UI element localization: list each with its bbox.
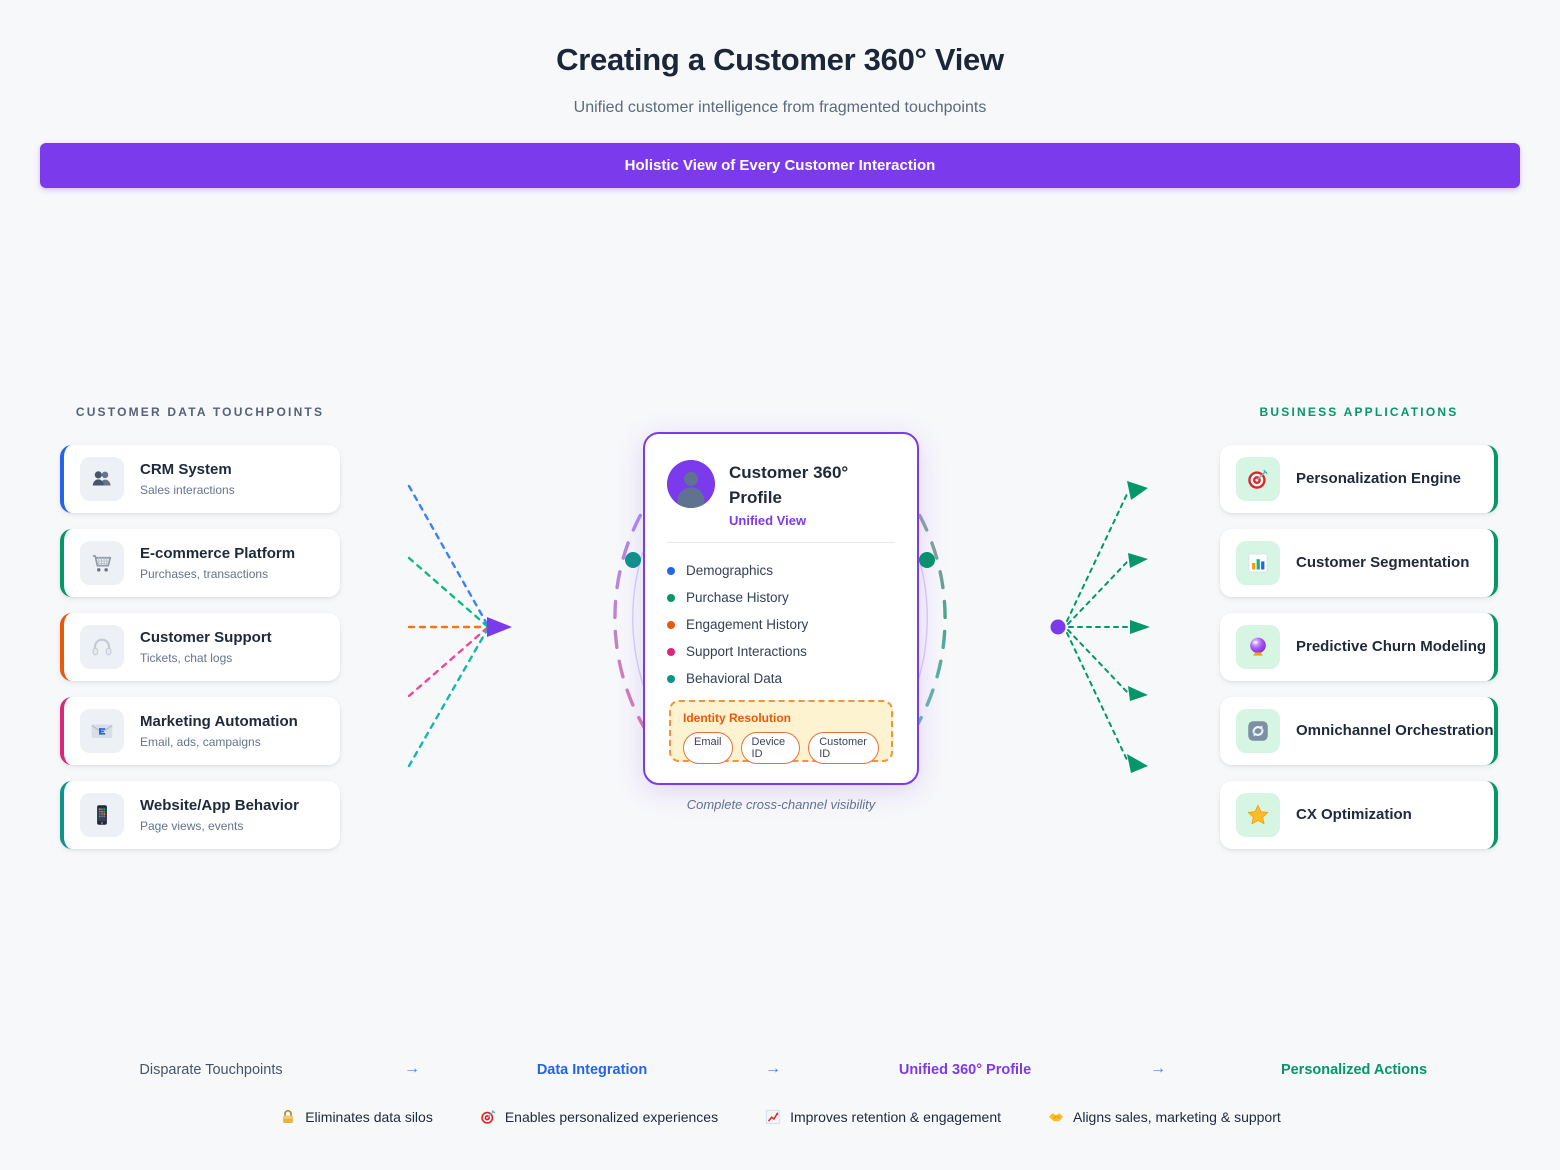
attribute-row: Purchase History [667,584,895,611]
benefit-item: Eliminates data silos [279,1108,433,1126]
card-title: CRM System [140,461,232,479]
attribute-label: Support Interactions [686,644,807,659]
page-title: Creating a Customer 360° View [556,42,1004,77]
target-icon [1236,457,1280,501]
shopping-cart-icon [80,541,124,585]
bar-chart-icon [1236,541,1280,585]
application-card-personalization: Personalization Engine [1220,445,1498,513]
email-icon [80,709,124,753]
bullet-dot [667,620,675,629]
identity-chip: Device ID [740,732,801,764]
touchpoint-card-marketing: Marketing Automation Email, ads, campaig… [60,697,340,765]
lock-icon [279,1108,297,1126]
benefit-item: Enables personalized experiences [479,1108,718,1126]
card-subtitle: Purchases, transactions [140,566,269,581]
attribute-row: Engagement History [667,611,895,638]
handshake-icon [1047,1108,1065,1126]
flow-step-unified-profile: Unified 360° Profile [898,1062,1032,1078]
card-subtitle: Tickets, chat logs [140,650,233,665]
benefits-row: Eliminates data silos Enables personaliz… [0,1108,1560,1126]
card-title: CX Optimization [1296,805,1412,823]
attribute-label: Purchase History [686,590,789,605]
attribute-label: Behavioral Data [686,671,783,686]
banner-label: Holistic View of Every Customer Interact… [624,157,936,174]
application-card-omnichannel: Omnichannel Orchestration [1220,697,1498,765]
smartphone-icon [80,793,124,837]
application-card-cx: CX Optimization [1220,781,1498,849]
arrow-right-icon: → [404,1060,420,1077]
benefit-label: Improves retention & engagement [790,1109,1001,1125]
touchpoint-card-ecommerce: E-commerce Platform Purchases, transacti… [60,529,340,597]
flow-step-personalized-actions: Personalized Actions [1280,1062,1428,1078]
flow-step-disparate-touchpoints: Disparate Touchpoints [139,1062,283,1078]
card-title: Personalization Engine [1296,469,1462,487]
card-title: E-commerce Platform [140,545,296,563]
identity-resolution-title: Identity Resolution [683,711,791,725]
target-icon [479,1108,497,1126]
headphones-icon [80,625,124,669]
benefit-label: Aligns sales, marketing & support [1073,1109,1281,1125]
profile-card: Customer 360° Profile Unified View Demog… [643,432,919,785]
crystal-ball-icon [1236,625,1280,669]
card-subtitle: Page views, events [140,818,244,833]
attribute-row: Demographics [667,557,895,584]
benefit-item: Improves retention & engagement [764,1108,1001,1126]
users-icon [80,457,124,501]
bullet-dot [667,593,675,602]
banner: Holistic View of Every Customer Interact… [40,143,1520,188]
identity-chip: Email [683,732,733,764]
page-subtitle: Unified customer intelligence from fragm… [573,99,987,116]
benefit-label: Enables personalized experiences [504,1109,719,1125]
application-card-churn: Predictive Churn Modeling [1220,613,1498,681]
touchpoints-header: CUSTOMER DATA TOUCHPOINTS [75,405,325,419]
card-subtitle: Email, ads, campaigns [140,734,261,749]
profile-caption: Complete cross-channel visibility [686,797,876,812]
attribute-row: Support Interactions [667,638,895,665]
benefit-item: Aligns sales, marketing & support [1047,1108,1281,1126]
avatar [667,460,715,508]
touchpoint-card-support: Customer Support Tickets, chat logs [60,613,340,681]
application-card-segmentation: Customer Segmentation [1220,529,1498,597]
sync-arrows-icon [1236,709,1280,753]
card-title: Website/App Behavior [140,797,299,815]
benefit-label: Eliminates data silos [305,1109,433,1125]
touchpoint-card-website: Website/App Behavior Page views, events [60,781,340,849]
profile-attributes: Demographics Purchase History Engagement… [645,543,917,692]
card-subtitle: Sales interactions [140,482,235,497]
star-icon [1236,793,1280,837]
touchpoint-card-crm: CRM System Sales interactions [60,445,340,513]
bullet-dot [667,674,675,683]
chart-up-icon [764,1108,782,1126]
arrow-right-icon: → [1150,1060,1166,1077]
attribute-label: Engagement History [686,617,809,632]
divider [667,542,895,543]
attribute-row: Behavioral Data [667,665,895,692]
card-title: Predictive Churn Modeling [1296,637,1487,655]
card-title: Customer Segmentation [1296,553,1470,571]
arrow-right-icon: → [765,1060,781,1077]
card-title: Marketing Automation [140,713,298,731]
applications-header: BUSINESS APPLICATIONS [1259,405,1459,419]
identity-chip: Customer ID [808,732,879,764]
card-title: Omnichannel Orchestration [1296,721,1494,739]
profile-subtitle: Unified View [729,513,807,528]
identity-resolution-box: Identity Resolution Email Device ID Cust… [669,700,893,764]
card-title: Customer Support [140,629,272,647]
profile-title: Customer 360° Profile [729,463,849,507]
bullet-dot [667,647,675,656]
flow-step-data-integration: Data Integration [536,1062,648,1078]
attribute-label: Demographics [686,563,774,578]
bullet-dot [667,566,675,575]
